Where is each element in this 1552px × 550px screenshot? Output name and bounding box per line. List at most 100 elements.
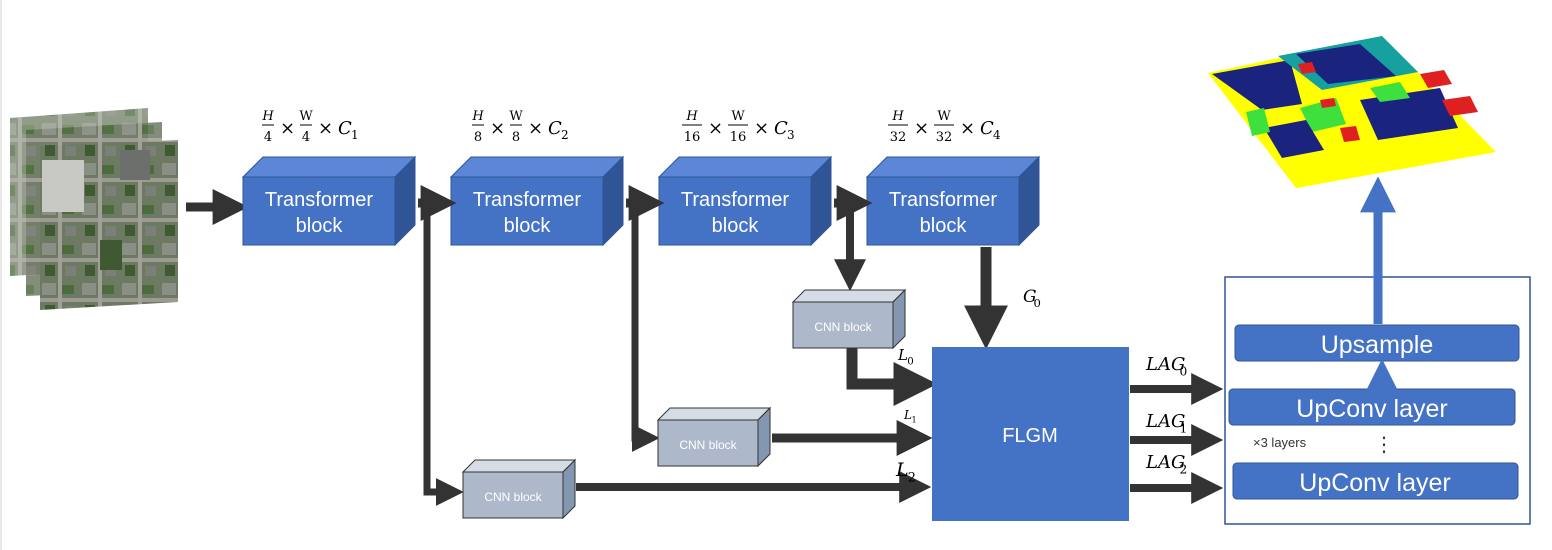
cnn-front-face — [792, 301, 894, 349]
dim-channel-subscript: 3 — [787, 128, 795, 142]
block-top-face — [865, 156, 1041, 178]
signal-subscript: 0 — [1179, 364, 1187, 378]
signal-subscript: 1 — [911, 415, 916, 425]
transformer-label-line2: block — [504, 215, 552, 237]
dim-h-denominator: 32 — [890, 130, 907, 145]
transformer-block-4: Transformer block — [865, 155, 1041, 247]
signal-subscript: 2 — [908, 471, 916, 486]
signal-subscript: 1 — [1179, 421, 1187, 435]
l0-arrow — [846, 348, 938, 406]
upconv-label-bottom: UpConv layer — [1299, 469, 1450, 497]
input-aerial-images — [10, 108, 178, 310]
cnn-front-face — [657, 419, 759, 467]
dim-h-numerator: H — [891, 109, 904, 124]
aerial-building — [42, 160, 84, 212]
dim-times: × — [490, 118, 505, 139]
transformer-label-line1: Transformer — [681, 189, 790, 211]
lag-arrows — [1130, 373, 1224, 504]
dim-w-numerator: W — [731, 109, 745, 124]
dim-h-denominator: 8 — [474, 130, 482, 145]
cnn-branches — [423, 203, 866, 506]
dim-times: × — [528, 118, 543, 139]
signal-subscript: 0 — [907, 357, 913, 368]
block-front-face — [866, 176, 1020, 246]
block-top-face — [449, 156, 625, 178]
branch-to-cnn-bottom — [423, 203, 464, 506]
signal-base: G — [1023, 287, 1037, 307]
transformer-label-line2: block — [920, 215, 968, 237]
block-front-face — [658, 176, 812, 246]
repeat-ellipsis: ⋮ — [1374, 432, 1394, 456]
block-front-face — [242, 176, 396, 246]
dim-w-numerator: W — [937, 109, 951, 124]
transformer-block-2: Transformer block — [449, 155, 625, 247]
block-top-face — [657, 156, 833, 178]
cnn-label: CNN block — [814, 320, 872, 334]
cnn-label: CNN block — [484, 490, 542, 504]
repeat-note: ×3 layers — [1253, 435, 1307, 450]
cnn-top-face — [791, 289, 907, 303]
signal-base: LAG — [1145, 354, 1185, 375]
cnn-top-face — [461, 459, 577, 473]
transformer-label-line1: Transformer — [473, 189, 582, 211]
transformer-label-line1: Transformer — [889, 189, 998, 211]
signal-subscript: 0 — [1034, 296, 1041, 310]
dim-channel: C — [980, 118, 994, 139]
cnn-block-middle: CNN block — [656, 406, 772, 468]
signal-base: L — [897, 346, 908, 364]
flgm-box — [932, 347, 1129, 521]
dim-times: × — [280, 118, 295, 139]
dim-h-numerator: H — [685, 109, 698, 124]
dim-h-denominator: 4 — [264, 130, 272, 145]
dim-channel-subscript: 2 — [561, 128, 569, 142]
dim-h-denominator: 16 — [684, 130, 701, 145]
branch-to-cnn-middle — [631, 203, 660, 452]
signal-base: LAG — [1145, 411, 1185, 432]
transformer-block-1: Transformer block — [241, 155, 417, 247]
dim-h-numerator: H — [261, 109, 274, 124]
dim-h-numerator: H — [471, 109, 484, 124]
cnn-block-bottom: CNN block — [461, 458, 577, 520]
dim-w-denominator: 4 — [302, 130, 310, 145]
upsample-label: Upsample — [1321, 331, 1434, 359]
block-front-face — [450, 176, 604, 246]
dim-channel-subscript: 1 — [351, 128, 359, 142]
cnn-top-face — [656, 407, 772, 421]
block-top-face — [241, 156, 417, 178]
signal-base: L — [903, 408, 912, 422]
signal-base: L — [895, 459, 909, 481]
transformer-label-line1: Transformer — [265, 189, 374, 211]
dim-times: × — [914, 118, 929, 139]
dim-w-numerator: W — [299, 109, 313, 124]
dim-w-denominator: 16 — [730, 130, 747, 145]
signal-label-g0: G0 — [1023, 287, 1041, 310]
dim-times: × — [754, 118, 769, 139]
cnn-to-flgm-connectors — [576, 247, 1008, 503]
signal-base: LAG — [1145, 452, 1185, 473]
transformer-label-line2: block — [296, 215, 344, 237]
dim-w-denominator: 32 — [936, 130, 953, 145]
flgm-label: FLGM — [1002, 425, 1058, 447]
dim-w-denominator: 8 — [512, 130, 520, 145]
cnn-block-top: CNN block — [791, 288, 907, 350]
dim-w-numerator: W — [509, 109, 523, 124]
signal-subscript: 2 — [1179, 462, 1187, 476]
output-segmentation-map — [1208, 36, 1496, 188]
upconv-box-bottom — [1232, 462, 1519, 500]
dim-channel: C — [548, 118, 562, 139]
dim-channel-subscript: 4 — [993, 128, 1001, 142]
upconv-label-top: UpConv layer — [1296, 395, 1447, 423]
dim-times: × — [960, 118, 975, 139]
